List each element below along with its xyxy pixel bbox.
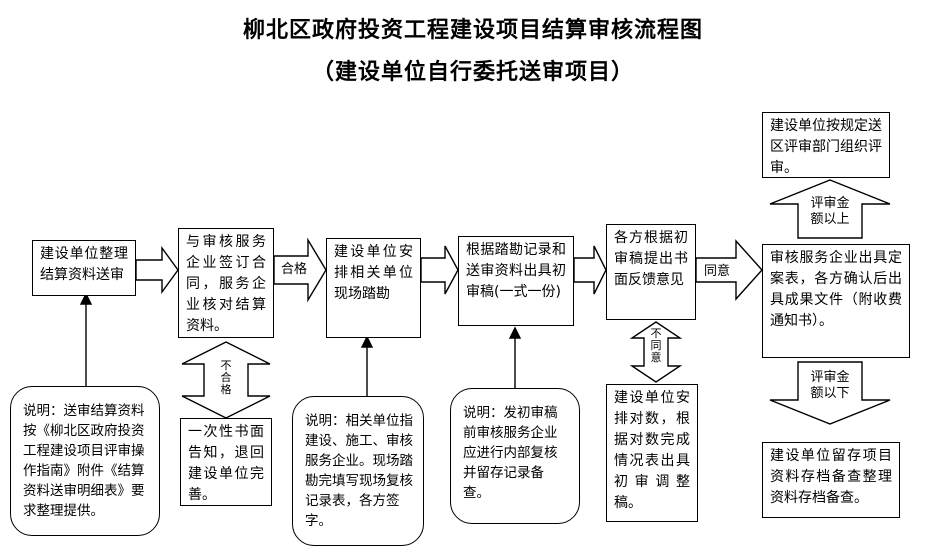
step-submit-materials: 建设单位整理结算资料送审 [32,240,136,296]
note-draft: 说明：发初审稿前审核服务企业应进行内部复核并留存记录备查。 [450,388,580,524]
page-title: 柳北区政府投资工程建设项目结算审核流程图 [242,18,703,43]
block-arrow-4 [573,245,607,295]
double-arrow-disagree [629,321,683,383]
note-arrowhead-3 [508,326,522,339]
block-arrow-3 [420,245,459,295]
label-unqualified: 不 合 格 [220,359,232,396]
label-pass: 合格 [281,262,308,277]
step-issue-report: 审核服务企业出具定案表，各方确认后出具成果文件（附收费通知书）。 [762,244,910,358]
label-above-threshold: 评审金 额以上 [810,196,850,227]
step-sign-contract: 与审核服务企业签订合同，服务企业核对结算资料。 [178,228,274,338]
page-subtitle: （建设单位自行委托送审项目） [311,60,634,85]
block-arrow-5-agree [695,239,763,301]
step-district-review: 建设单位按规定送区评审部门组织评审。 [762,112,890,178]
step-feedback: 各方根据初审稿提出书面反馈意见 [606,224,696,320]
block-arrow-2-pass [273,237,327,303]
note-submit: 说明：送审结算资料按《柳北区政府投资工程建设项目评审操作指南》附件《结算资料送审… [10,386,160,536]
up-arrow-above-threshold [769,179,891,239]
block-arrow-1 [135,245,179,295]
note-arrowhead-1 [79,292,93,305]
note-survey: 说明：相关单位指建设、施工、审核服务企业。现场踏勘完填写现场复核记录表，各方签字… [292,396,424,546]
step-first-draft: 根据踏勘记录和送审资料出具初审稿(一式一份) [458,236,574,326]
label-agree: 同意 [704,264,731,279]
step-notify-revise: 一次性书面告知，退回建设单位完善。 [180,418,272,506]
step-archive: 建设单位留存项目资料存档备查整理资料存档备查。 [762,442,900,518]
label-disagree: 不 同 意 [650,327,662,364]
step-site-survey: 建设单位安排相关单位现场踏勘 [326,238,421,338]
step-reconcile: 建设单位安排对数，根据对数完成情况表出具初审调整稿。 [606,384,698,522]
label-below-threshold: 评审金 额以下 [810,370,850,401]
down-arrow-below-threshold [769,361,891,425]
note-arrowhead-2 [360,335,374,348]
